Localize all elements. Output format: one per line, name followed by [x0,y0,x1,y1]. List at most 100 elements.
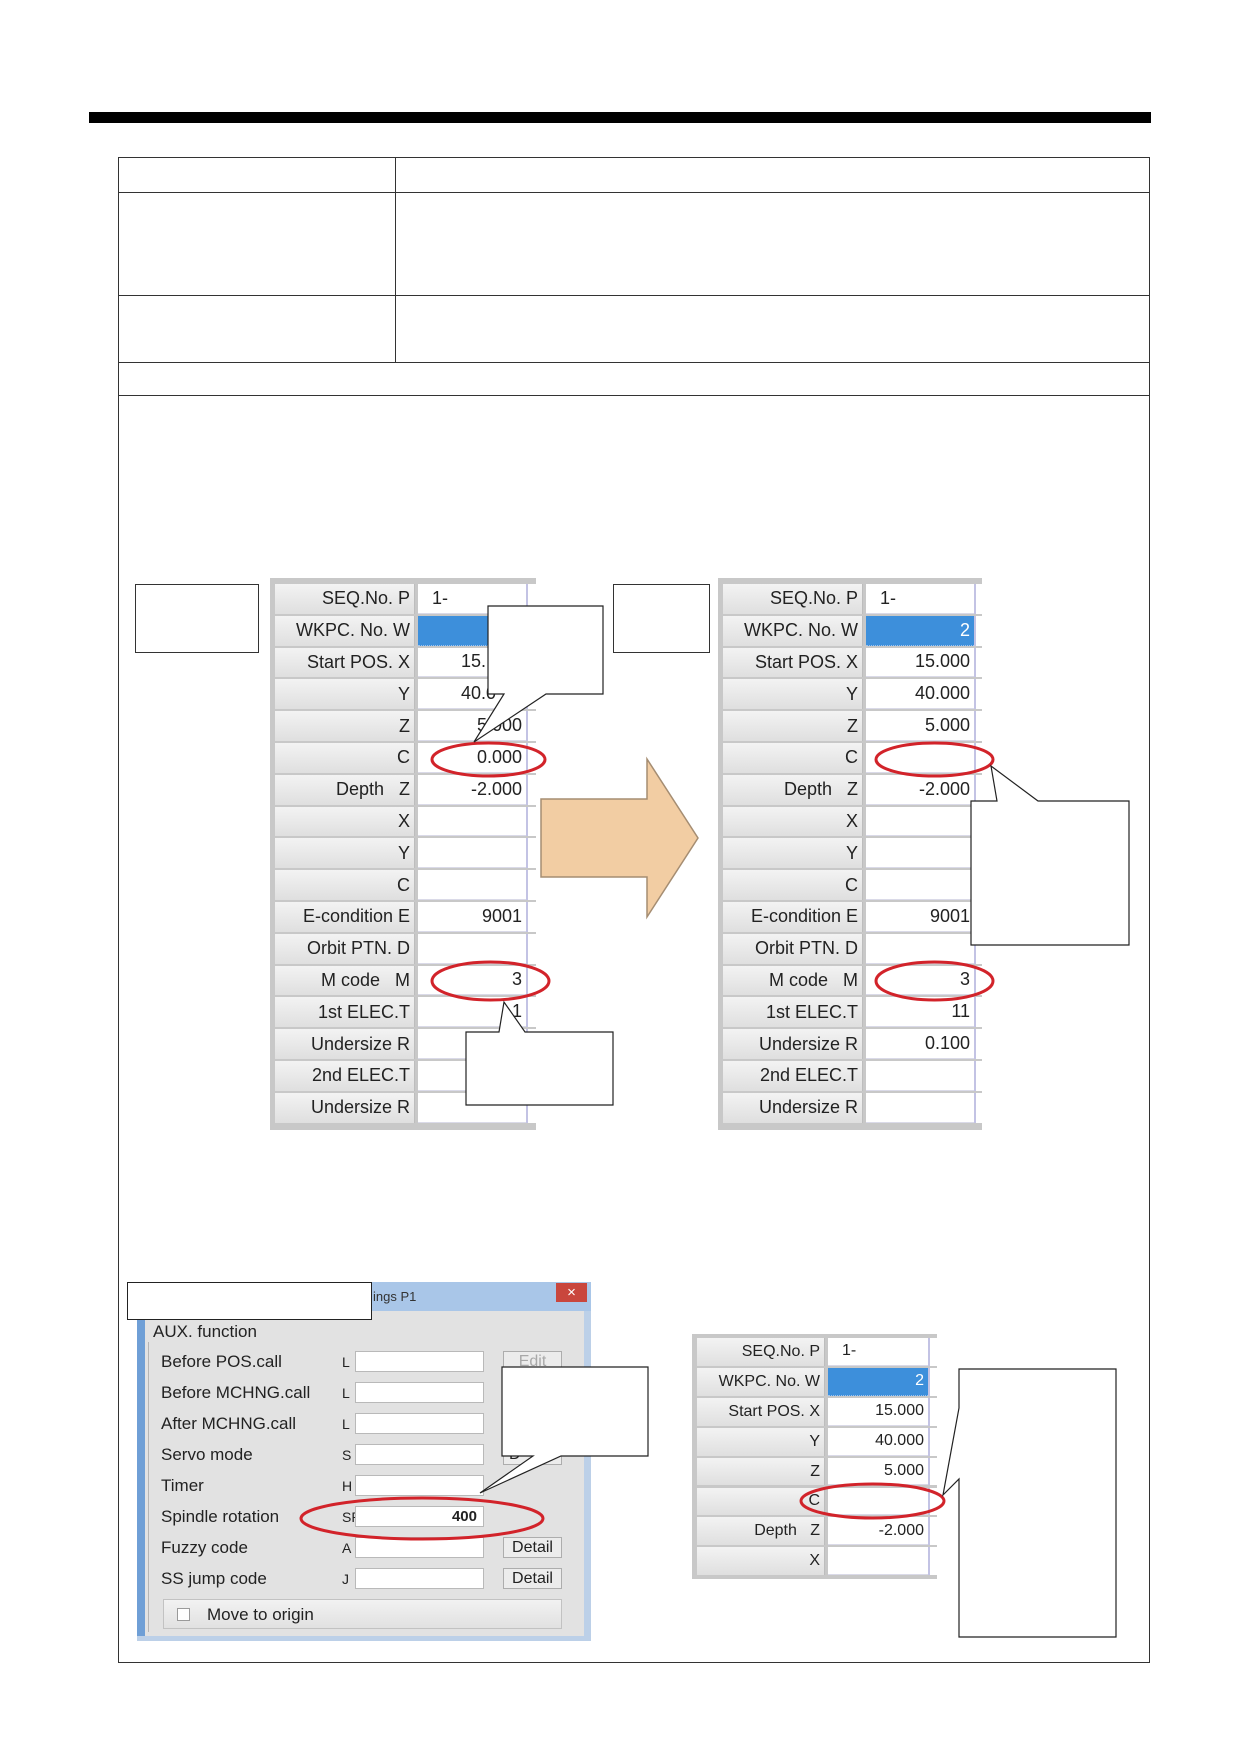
row-value[interactable] [418,870,526,900]
table-row[interactable]: X [697,1547,937,1576]
detail-button[interactable]: Detail [503,1568,562,1589]
row-label: M code M [723,965,863,996]
table-row[interactable]: Orbit PTN. D [275,933,536,964]
row-spacer [526,584,536,614]
row-value[interactable] [828,1547,928,1576]
table-row[interactable]: Depth Z-2.000 [697,1517,937,1546]
row-value[interactable]: 9001 [418,902,526,932]
row-value[interactable]: 11 [866,997,974,1028]
aux-row-input[interactable] [355,1382,484,1403]
frame-divider [118,395,1150,396]
row-value[interactable]: 5.000 [866,711,974,741]
table-row[interactable]: 2nd ELEC.T [723,1061,982,1091]
row-value[interactable] [866,1061,974,1091]
row-value[interactable]: 1- [828,1338,928,1366]
aux-row-input[interactable] [355,1413,484,1434]
row-spacer [974,743,982,773]
row-value[interactable]: 40.000 [828,1427,928,1456]
table-row[interactable]: Y [723,838,982,869]
row-value[interactable]: 1- [866,584,974,614]
table-row[interactable]: Orbit PTN. D [723,933,982,964]
row-value[interactable]: 0.100 [866,1029,974,1059]
row-spacer [928,1457,937,1486]
row-value[interactable] [418,838,526,869]
row-label: Y [275,838,415,869]
dialog-border [137,1311,145,1641]
row-value[interactable]: 40.000 [866,679,974,710]
table-row[interactable]: Undersize R [275,1092,536,1123]
aux-row-label: SS jump code [161,1569,267,1588]
row-value[interactable]: -2.000 [418,774,526,805]
table-row[interactable]: X [275,806,536,837]
row-value[interactable] [866,806,974,837]
row-spacer [974,997,982,1028]
row-value[interactable] [866,838,974,869]
row-value[interactable]: 9001 [866,902,974,932]
table-row[interactable]: C [275,870,536,900]
row-value[interactable]: 3 [418,965,526,996]
row-value[interactable] [866,1092,974,1123]
aux-row-input[interactable] [355,1351,484,1372]
dialog-caption-box [127,1282,372,1320]
aux-row-input[interactable] [355,1568,484,1589]
detail-button[interactable]: Detail [503,1537,562,1558]
row-value[interactable]: -2.000 [866,774,974,805]
row-spacer [526,933,536,964]
caption-box-after [613,584,710,653]
row-spacer [526,965,536,996]
row-value[interactable]: 2 [866,615,974,646]
row-value[interactable]: 0.000 [418,743,526,773]
row-value[interactable]: 15.000 [828,1397,928,1426]
row-value[interactable]: 15.000 [866,647,974,678]
row-value[interactable] [828,1487,928,1516]
row-label: Undersize R [275,1029,415,1059]
table-row[interactable]: Depth Z-2.000 [275,774,536,805]
row-value[interactable]: 5.000 [828,1457,928,1486]
frame-divider [118,362,1150,363]
row-label: C [275,743,415,773]
row-label: Start POS. X [723,647,863,678]
aux-row-input[interactable]: 400 [355,1506,484,1527]
row-value[interactable] [418,806,526,837]
checkbox-icon[interactable] [177,1608,190,1621]
aux-row-label: After MCHNG.call [161,1414,297,1433]
table-row[interactable]: C [697,1487,937,1516]
row-value[interactable]: -2.000 [828,1517,928,1546]
table-row[interactable]: Depth Z-2.000 [723,774,982,805]
table-row[interactable]: Y [275,838,536,869]
move-to-origin-label[interactable]: Move to origin [207,1605,314,1624]
close-icon[interactable]: × [556,1283,587,1302]
row-value[interactable]: 2 [828,1367,928,1396]
highlight-ellipse-spindle [299,1496,545,1541]
row-value[interactable] [866,870,974,900]
table-row[interactable]: X [723,806,982,837]
row-label: Z [697,1457,825,1486]
row-label: WKPC. No. W [697,1367,825,1396]
aux-row-input[interactable] [355,1475,484,1496]
aux-row-input[interactable] [355,1444,484,1465]
table-row[interactable]: Undersize R [723,1092,982,1123]
highlight-ellipse-c-before [430,741,547,778]
